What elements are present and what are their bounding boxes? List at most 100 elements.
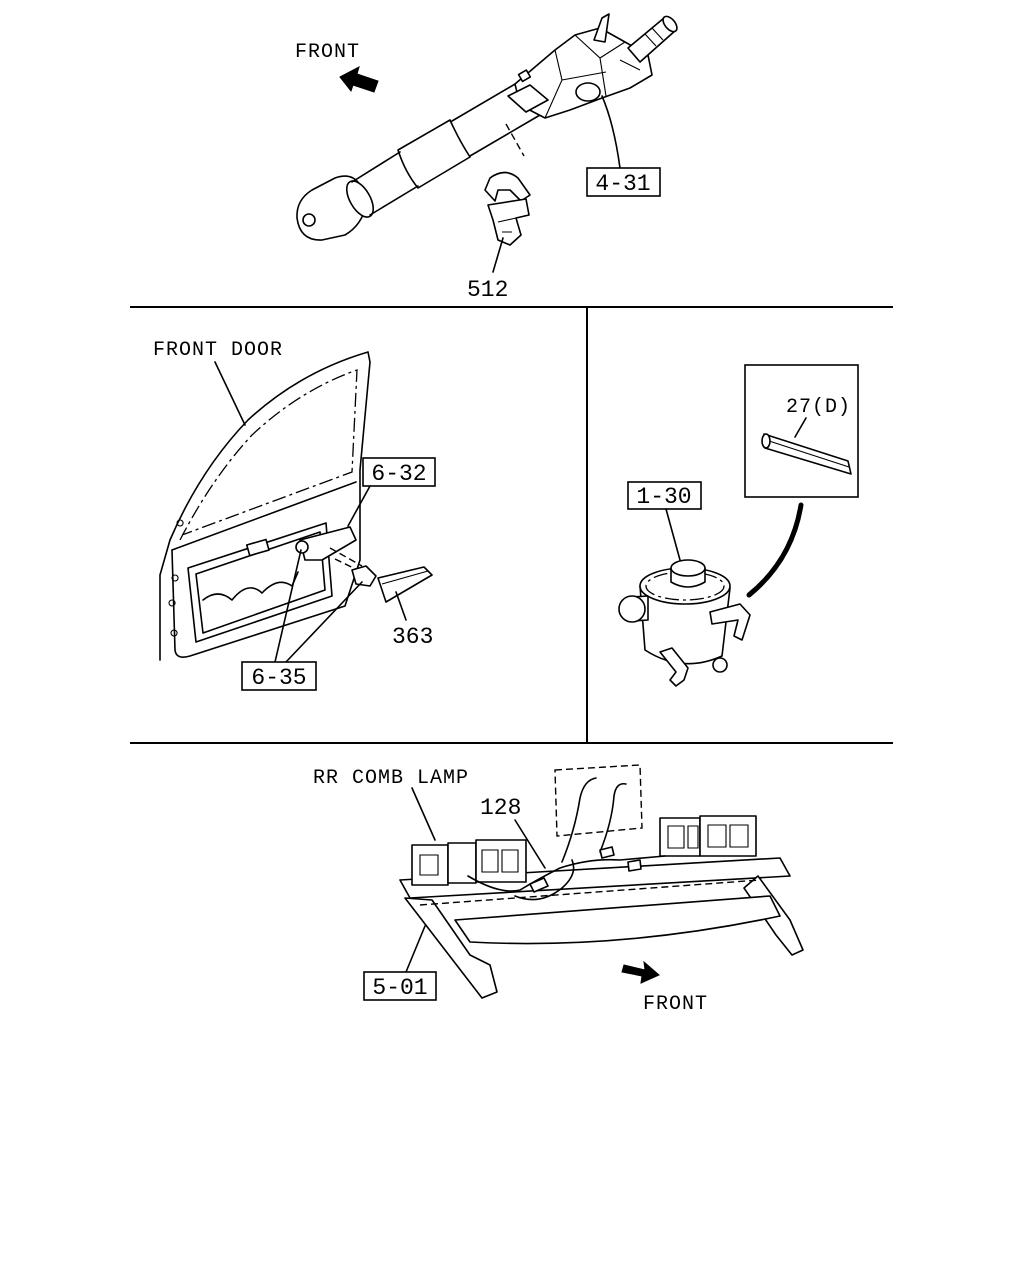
trim-panel-ref-label: 6-32 xyxy=(371,461,426,487)
front-arrow-icon xyxy=(339,66,379,93)
frame-dashed-edge xyxy=(419,879,761,906)
tank-outlet xyxy=(659,647,689,687)
leader-frame-ref xyxy=(405,925,426,973)
bracket-fastener-head xyxy=(295,540,309,554)
clip-rod-detail xyxy=(381,570,429,585)
chassis-frame xyxy=(399,857,804,999)
door-window-opening xyxy=(179,369,358,541)
harness-branch-2 xyxy=(599,782,627,853)
front-crossmember xyxy=(454,895,781,945)
leader-bracket-ref xyxy=(492,237,504,273)
tank-side-port xyxy=(618,595,646,623)
strip-ref-label: 27(D) xyxy=(786,396,851,419)
door-outer-frame xyxy=(159,351,371,661)
strip-detail-frame xyxy=(744,364,859,498)
rear-lamp-title: RR COMB LAMP xyxy=(313,767,469,790)
column-boot xyxy=(345,180,375,218)
tank-ref-box xyxy=(627,481,702,510)
leader-column-ref xyxy=(601,95,621,169)
harness-mount-plate xyxy=(554,764,643,837)
rear-lamp-section: RR COMB LAMP 128 xyxy=(313,764,804,1016)
front-arrow-icon-bottom xyxy=(621,960,660,984)
column-clamp-bracket xyxy=(484,171,531,246)
steering-column-drawing xyxy=(296,13,678,241)
lamp-left xyxy=(411,839,527,886)
bracket-ref-label: 512 xyxy=(467,277,508,303)
leader-harness-ref xyxy=(514,819,546,869)
column-ref-label: 4-31 xyxy=(595,171,650,197)
housing-tab xyxy=(517,69,532,83)
harness-branch-1 xyxy=(561,777,597,863)
leader-front-door xyxy=(214,361,246,426)
lamp-right-unit-1 xyxy=(659,817,701,857)
clamp-detail xyxy=(497,217,517,233)
front-direction-label-bottom: FRONT xyxy=(643,993,708,1016)
rear-crossmember xyxy=(399,857,791,899)
rubber-strip xyxy=(761,433,852,475)
fastener-ref-box xyxy=(241,661,317,691)
front-door-section: FRONT DOOR 6-32 363 6-35 xyxy=(153,339,436,691)
leader-rear-lamp xyxy=(411,787,436,841)
leader-trim-panel-ref xyxy=(347,485,371,527)
housing-lower-bracket xyxy=(507,84,549,113)
lamp-right-unit-2 xyxy=(699,815,757,857)
lamp-right-sockets xyxy=(667,824,749,849)
tank-mount-bracket xyxy=(709,603,751,641)
fastener-ref-label: 6-35 xyxy=(251,665,306,691)
lamp-left-sockets xyxy=(419,849,519,876)
reservoir-section: 27(D) 1-30 xyxy=(618,364,859,687)
lamp-left-unit-2 xyxy=(447,842,477,884)
shaft-rings xyxy=(644,27,664,47)
section-dividers xyxy=(130,306,893,744)
bracket-dashed-guide xyxy=(505,123,525,157)
column-middle-section xyxy=(397,119,471,189)
detail-callout-curve xyxy=(746,502,804,598)
trim-bracket-assembly xyxy=(295,526,433,603)
leader-strip-ref xyxy=(794,417,807,438)
left-side-rail xyxy=(404,897,498,999)
harness-main-run xyxy=(467,855,666,892)
tank-foot xyxy=(712,657,728,673)
lamp-left-unit-1 xyxy=(411,844,449,886)
door-inner-trim xyxy=(187,522,333,643)
column-stalk xyxy=(593,13,610,43)
housing-detail-lines xyxy=(544,34,641,119)
shaft-end xyxy=(662,15,678,33)
reservoir-tank xyxy=(618,559,751,687)
clip-rod xyxy=(377,566,433,603)
tank-body xyxy=(639,585,731,665)
bracket-screw xyxy=(351,565,377,587)
leader-fastener-ref xyxy=(274,549,363,663)
harness-ref-label: 128 xyxy=(480,795,521,821)
column-ref-box xyxy=(586,167,661,197)
flange-hole xyxy=(302,213,316,227)
door-belt-line xyxy=(171,481,357,551)
steering-column-section: FRONT 4-31 512 xyxy=(295,13,678,303)
clamp-lower xyxy=(487,198,530,246)
strip-groove xyxy=(765,439,850,468)
leader-tank-ref xyxy=(665,508,681,561)
lamp-right xyxy=(659,815,757,857)
door-edge-holes xyxy=(168,519,184,637)
door-handle-recess xyxy=(245,538,270,557)
column-lower-tube xyxy=(351,151,419,216)
front-door-title: FRONT DOOR xyxy=(153,339,283,362)
strip-end xyxy=(761,433,771,449)
door-drawing xyxy=(159,351,371,661)
front-direction-label-top: FRONT xyxy=(295,41,360,64)
leader-clip-ref xyxy=(395,591,407,621)
tank-ref-label: 1-30 xyxy=(636,484,691,510)
ignition-cylinder xyxy=(575,82,601,102)
clip-ref-label: 363 xyxy=(392,624,433,650)
harness-lower-run xyxy=(514,859,575,901)
harness-connectors xyxy=(529,846,642,893)
frame-ref-box xyxy=(363,971,437,1001)
clamp-upper xyxy=(484,171,531,202)
lamp-wiring-harness xyxy=(467,777,666,901)
tank-cap-top xyxy=(670,559,706,577)
door-pocket xyxy=(202,571,299,601)
column-upper-tube xyxy=(451,79,541,157)
trim-bracket-plate xyxy=(299,526,357,561)
trim-panel-ref-box xyxy=(362,457,436,487)
